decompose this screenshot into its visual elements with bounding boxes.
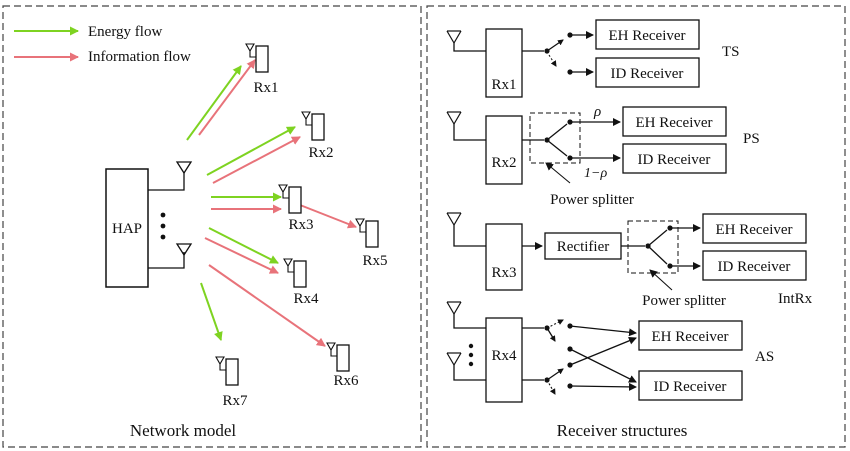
ps-splitter-pointer xyxy=(545,162,571,184)
ps-id-receiver-box xyxy=(622,143,727,174)
structures-caption: Receiver structures xyxy=(557,421,688,440)
intrx-structure: Rx3 Rectifier EH Receiver ID Receiver Po… xyxy=(446,212,813,309)
as-eh-receiver-label: EH Receiver xyxy=(651,329,728,345)
hap-label: HAP xyxy=(112,221,142,237)
network-panel-frame xyxy=(2,5,422,448)
ps-one-minus-rho-label: 1−ρ xyxy=(584,166,607,181)
hap-ellipsis-dot xyxy=(160,234,166,240)
ps-structure: Rx2 ρ 1−ρ EH Receiver ID Receiver PS Pow… xyxy=(446,104,760,208)
ps-power-splitter-box xyxy=(529,112,581,164)
as-id-receiver-box xyxy=(638,370,743,401)
flow-arrows xyxy=(186,59,357,347)
hap-node: HAP xyxy=(105,161,193,288)
intrx-rx-box xyxy=(485,223,523,291)
ts-eh-receiver-box xyxy=(595,19,700,50)
as-ellipsis-dot xyxy=(468,361,474,367)
ps-rx-box xyxy=(485,115,523,185)
rx1-device-icon xyxy=(245,43,269,73)
as-rx-box xyxy=(485,317,523,403)
hap-antenna-icon xyxy=(175,161,193,175)
rx1-label: Rx1 xyxy=(253,80,278,96)
as-eh-receiver-box xyxy=(638,320,743,351)
energy-flow-rx4 xyxy=(208,227,279,264)
hap-box xyxy=(105,168,149,288)
intrx-id-receiver-label: ID Receiver xyxy=(718,259,791,275)
as-rx-label: Rx4 xyxy=(491,348,517,364)
rx3-device-icon xyxy=(278,184,302,214)
receiver-labels: Rx1 Rx2 Rx3 Rx4 Rx5 Rx6 Rx7 xyxy=(222,80,387,409)
ts-structure: Rx1 EH Receiver ID Receiver TS xyxy=(446,19,740,98)
information-flow-rx2 xyxy=(212,136,301,184)
rx2-label: Rx2 xyxy=(308,145,333,161)
ts-eh-receiver-label: EH Receiver xyxy=(608,28,685,44)
intrx-rectifier-box xyxy=(544,232,622,260)
as-id-receiver-label: ID Receiver xyxy=(654,379,727,395)
ts-id-receiver-label: ID Receiver xyxy=(611,66,684,82)
ts-rx-label: Rx1 xyxy=(491,77,516,93)
rx5-device-icon xyxy=(355,218,379,248)
hap-antenna-icon xyxy=(175,243,193,257)
receiver-icons xyxy=(215,43,379,386)
as-tag: AS xyxy=(755,349,774,365)
intrx-splitter-label: Power splitter xyxy=(642,293,726,309)
rx7-device-icon xyxy=(215,356,239,386)
intrx-power-splitter-box xyxy=(627,220,679,274)
network-caption: Network model xyxy=(130,421,237,440)
rx5-label: Rx5 xyxy=(362,253,387,269)
intrx-rectifier-label: Rectifier xyxy=(557,239,609,255)
legend: Energy flow Information flow xyxy=(14,24,191,65)
intrx-tag: IntRx xyxy=(778,291,813,307)
legend-information-label: Information flow xyxy=(88,49,191,65)
rx3-label: Rx3 xyxy=(288,217,313,233)
ps-rho-label: ρ xyxy=(593,104,601,120)
as-ellipsis-dot xyxy=(468,343,474,349)
intrx-id-receiver-box xyxy=(702,250,807,281)
intrx-splitter-pointer xyxy=(649,269,673,291)
information-flow-rx4 xyxy=(204,237,279,274)
ts-id-receiver-box xyxy=(595,57,700,88)
rx7-label: Rx7 xyxy=(222,393,248,409)
as-ellipsis-dot xyxy=(468,352,474,358)
rx4-device-icon xyxy=(283,258,307,288)
energy-flow-rx2 xyxy=(206,126,296,176)
energy-flow-rx1 xyxy=(186,65,242,141)
information-flow-rx5 xyxy=(299,204,357,229)
ts-tag: TS xyxy=(722,44,740,60)
rx6-label: Rx6 xyxy=(333,373,359,389)
hap-ellipsis-dot xyxy=(160,223,166,229)
ps-eh-receiver-box xyxy=(622,106,727,137)
ps-rx-label: Rx2 xyxy=(491,155,516,171)
hap-ellipsis-dot xyxy=(160,212,166,218)
intrx-eh-receiver-box xyxy=(702,213,807,244)
legend-energy-label: Energy flow xyxy=(88,24,162,40)
ps-tag: PS xyxy=(743,131,760,147)
energy-flow-rx7 xyxy=(200,282,223,341)
rx6-device-icon xyxy=(326,342,350,372)
information-flow-rx1 xyxy=(198,59,256,136)
intrx-eh-receiver-label: EH Receiver xyxy=(715,222,792,238)
rx2-device-icon xyxy=(301,111,325,141)
rx4-label: Rx4 xyxy=(293,291,319,307)
structures-panel-frame xyxy=(426,5,846,448)
information-flow-rx6 xyxy=(208,264,326,347)
ts-rx-box xyxy=(485,28,523,98)
ps-eh-receiver-label: EH Receiver xyxy=(635,115,712,131)
as-structure: Rx4 EH Receiver ID Receiver AS xyxy=(446,301,774,403)
ps-id-receiver-label: ID Receiver xyxy=(638,152,711,168)
intrx-rx-label: Rx3 xyxy=(491,265,516,281)
ps-splitter-label: Power splitter xyxy=(550,192,634,208)
ts-switch-blade xyxy=(546,39,564,52)
